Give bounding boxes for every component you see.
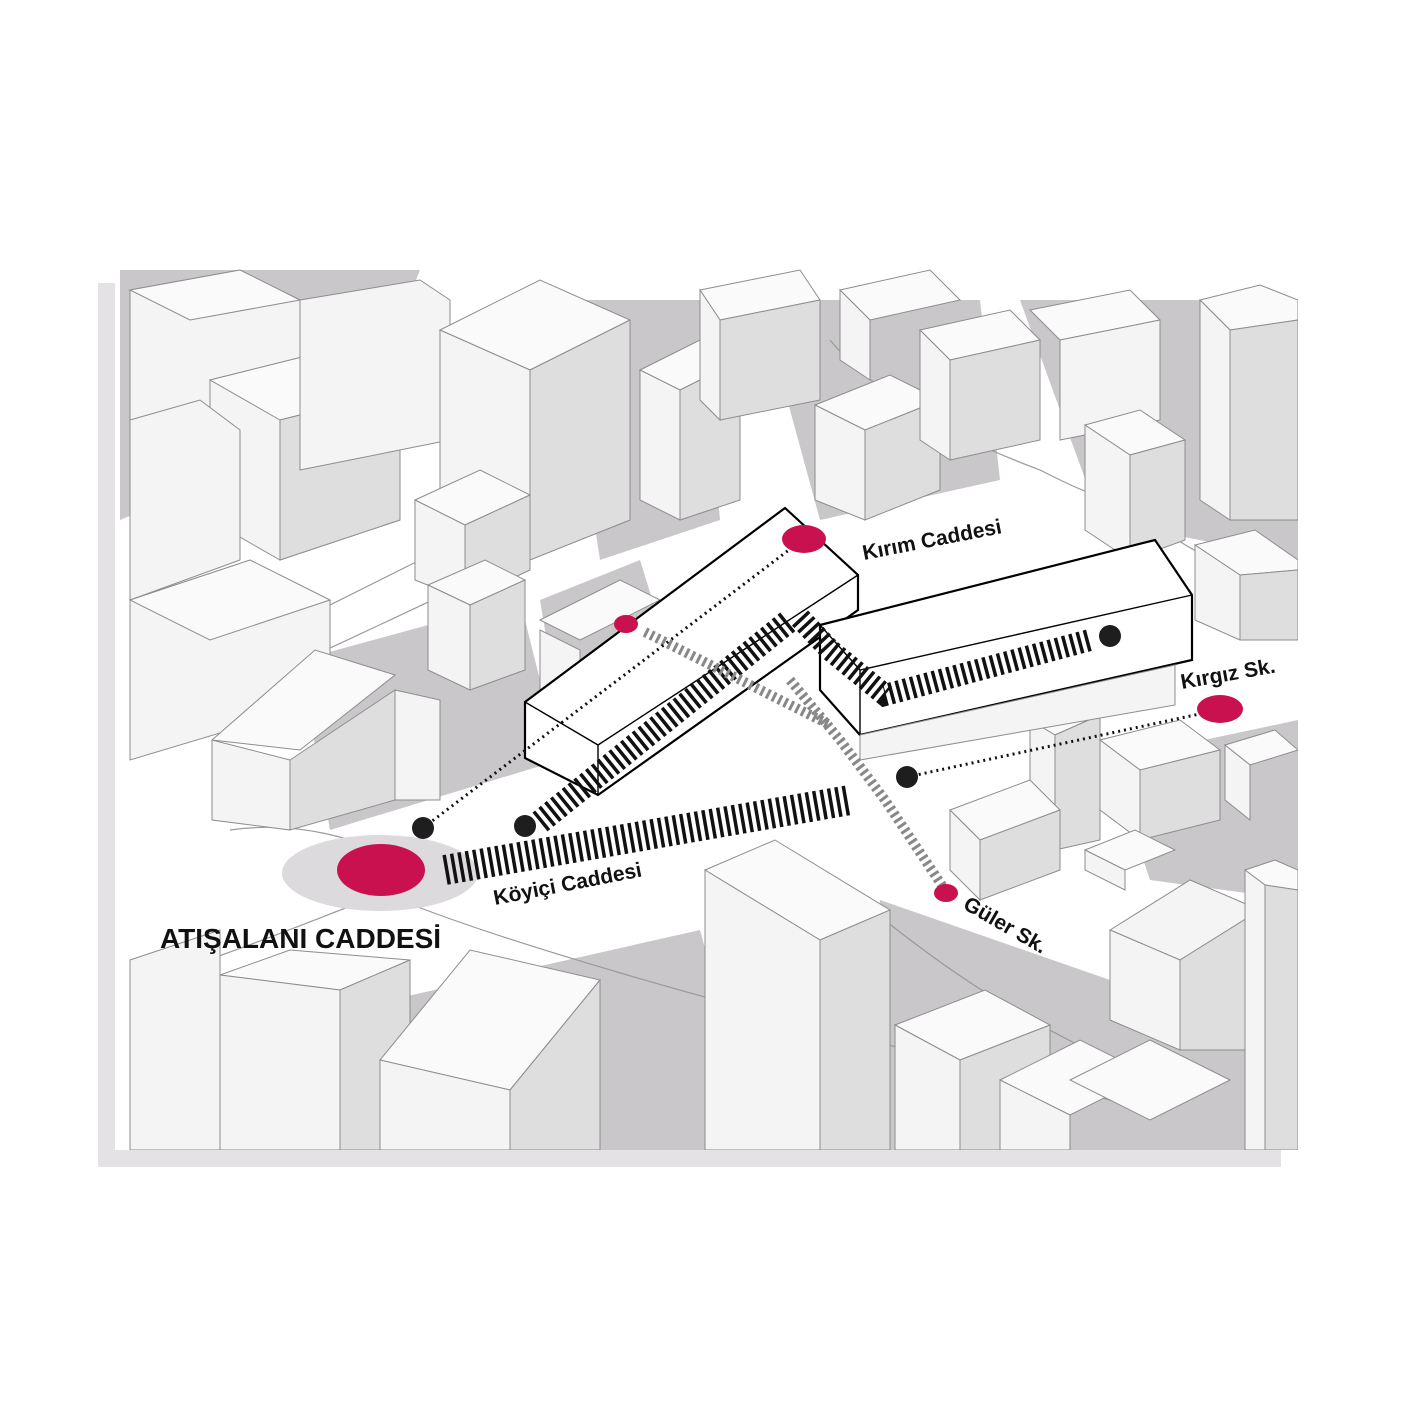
access-kirim <box>782 525 826 553</box>
access-guler <box>934 884 958 902</box>
label-kirgiz: Kırgız Sk. <box>1179 655 1277 694</box>
node-4 <box>1099 625 1121 647</box>
access-kirgiz <box>1197 695 1243 723</box>
label-kirim: Kırım Caddesi <box>861 515 1004 565</box>
access-mid <box>614 615 638 633</box>
secondary-route-lower <box>786 676 950 893</box>
node-3 <box>896 766 918 788</box>
access-atisalani <box>337 844 425 896</box>
node-1 <box>412 817 434 839</box>
secondary-route <box>642 627 833 730</box>
proposed-block-a <box>523 506 860 797</box>
primary-pedestrian-routes <box>442 610 1093 885</box>
node-2 <box>514 815 536 837</box>
visual-axes <box>422 538 1219 830</box>
label-atisalani: ATIŞALANI CADDESİ <box>160 923 441 954</box>
